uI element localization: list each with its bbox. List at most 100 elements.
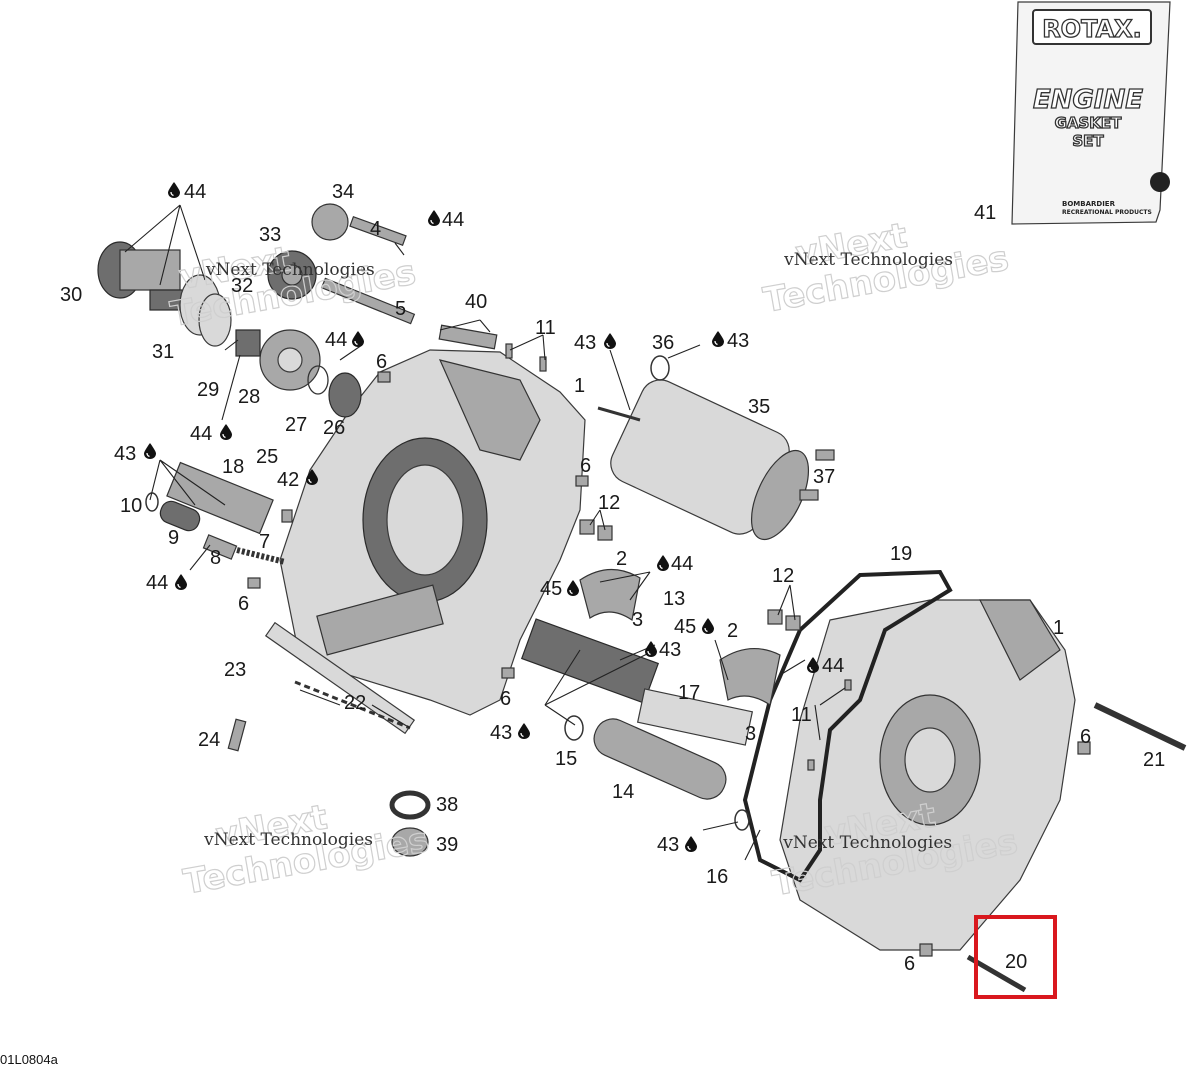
gasket-kit-illustration: ROTAX. ENGINE GASKET SET BOMBARDIER RECR…	[1011, 1, 1171, 225]
callout-30[interactable]: 30	[60, 284, 82, 306]
callout-22[interactable]: 22	[344, 692, 366, 714]
callout-31[interactable]: 31	[152, 341, 174, 363]
oil-drop-icon	[657, 555, 669, 571]
oil-drop-icon	[352, 331, 364, 347]
callout-29[interactable]: 29	[197, 379, 219, 401]
callout-24[interactable]: 24	[198, 729, 220, 751]
callout-44-f[interactable]: 44	[671, 553, 693, 575]
callout-43-f[interactable]: 43	[657, 834, 679, 856]
callout-44-c[interactable]: 44	[325, 329, 347, 351]
callout-44-b[interactable]: 44	[442, 209, 464, 231]
callout-14[interactable]: 14	[612, 781, 634, 803]
callout-38[interactable]: 38	[436, 794, 458, 816]
callout-40[interactable]: 40	[465, 291, 487, 313]
callout-1-right[interactable]: 1	[1053, 617, 1064, 639]
callout-23[interactable]: 23	[224, 659, 246, 681]
kit-brand-logo: ROTAX.	[1042, 15, 1142, 43]
callout-2-upper[interactable]: 2	[616, 548, 627, 570]
callout-5[interactable]: 5	[395, 298, 406, 320]
callout-6-d[interactable]: 6	[500, 688, 511, 710]
callout-10[interactable]: 10	[120, 495, 142, 517]
callout-35[interactable]: 35	[748, 396, 770, 418]
callout-9[interactable]: 9	[168, 527, 179, 549]
callout-42[interactable]: 42	[277, 469, 299, 491]
svg-text:vNext Technologies: vNext Technologies	[205, 260, 375, 280]
callout-4[interactable]: 4	[370, 218, 381, 240]
oil-drop-icon	[712, 331, 724, 347]
callout-21[interactable]: 21	[1143, 749, 1165, 771]
callout-43-d[interactable]: 43	[659, 639, 681, 661]
callout-39[interactable]: 39	[436, 834, 458, 856]
callout-19[interactable]: 19	[890, 543, 912, 565]
callout-12-upper[interactable]: 12	[598, 492, 620, 514]
callout-11-lower[interactable]: 11	[791, 704, 812, 726]
kit-title-line3: SET	[1072, 132, 1104, 150]
callout-44-e[interactable]: 44	[146, 572, 168, 594]
callout-33[interactable]: 33	[259, 224, 281, 246]
callout-3-lower[interactable]: 3	[745, 723, 756, 745]
callout-45-b[interactable]: 45	[674, 616, 696, 638]
callout-11-upper[interactable]: 11	[535, 317, 556, 339]
oil-drop-icon	[518, 723, 530, 739]
callout-2-lower[interactable]: 2	[727, 620, 738, 642]
callout-1-left[interactable]: 1	[574, 375, 585, 397]
oil-drop-icon	[428, 210, 440, 226]
callout-8[interactable]: 8	[210, 547, 221, 569]
bearing-and-oil-parts	[438, 324, 1187, 993]
oil-drop-icon	[685, 836, 697, 852]
callout-41[interactable]: 41	[974, 202, 996, 224]
callout-3-upper[interactable]: 3	[632, 609, 643, 631]
kit-maker-line1: BOMBARDIER	[1062, 200, 1116, 208]
callout-43-b[interactable]: 43	[727, 330, 749, 352]
callout-28[interactable]: 28	[238, 386, 260, 408]
callout-15[interactable]: 15	[555, 748, 577, 770]
callout-44-g[interactable]: 44	[822, 655, 844, 677]
callout-45-a[interactable]: 45	[540, 578, 562, 600]
oil-drop-icon	[567, 580, 579, 596]
callout-18[interactable]: 18	[222, 456, 244, 478]
oil-drop-icon	[645, 641, 657, 657]
balance-shaft-parts	[227, 621, 431, 857]
callout-26[interactable]: 26	[323, 417, 345, 439]
callout-6-c[interactable]: 6	[238, 593, 249, 615]
callout-6-f[interactable]: 6	[904, 953, 915, 975]
callout-43-e[interactable]: 43	[490, 722, 512, 744]
kit-title-line1: ENGINE	[1033, 85, 1143, 115]
callout-43-c[interactable]: 43	[114, 443, 136, 465]
watermark-top-right: vNext Technologies vNext Technologies	[760, 215, 1012, 321]
callout-44-d[interactable]: 44	[190, 423, 212, 445]
oil-drop-icon	[807, 657, 819, 673]
callout-17[interactable]: 17	[678, 682, 700, 704]
crankcase-gasket	[742, 569, 953, 883]
figure-code: 01L0804a	[0, 1052, 58, 1067]
oil-drop-icon	[168, 182, 180, 198]
callout-20[interactable]: 20	[1005, 951, 1027, 973]
oil-pump-parts	[145, 371, 589, 589]
callout-6-e[interactable]: 6	[1080, 726, 1091, 748]
callout-12-lower[interactable]: 12	[772, 565, 794, 587]
svg-text:vNext Technologies: vNext Technologies	[783, 250, 953, 270]
svg-text:vNext Technologies: vNext Technologies	[782, 833, 952, 853]
callout-25[interactable]: 25	[256, 446, 278, 468]
svg-text:vNext Technologies: vNext Technologies	[203, 830, 373, 850]
callout-6-a[interactable]: 6	[376, 351, 387, 373]
kit-seal-icon	[1150, 172, 1170, 192]
callout-7[interactable]: 7	[259, 531, 270, 553]
callout-16[interactable]: 16	[706, 866, 728, 888]
callout-34[interactable]: 34	[332, 181, 354, 203]
callout-27[interactable]: 27	[285, 414, 307, 436]
callout-13[interactable]: 13	[663, 588, 685, 610]
oil-drop-icon	[175, 574, 187, 590]
callout-43-a[interactable]: 43	[574, 332, 596, 354]
oil-drop-icon	[702, 618, 714, 634]
callout-37[interactable]: 37	[813, 466, 835, 488]
drive-gears	[97, 203, 416, 418]
callout-32[interactable]: 32	[231, 275, 253, 297]
kit-title-line2: GASKET	[1055, 114, 1123, 132]
callout-44-a[interactable]: 44	[184, 181, 206, 203]
kit-maker-line2: RECREATIONAL PRODUCTS	[1062, 209, 1152, 216]
callout-36[interactable]: 36	[652, 332, 674, 354]
callout-labels: 1 1 2 2 3 3 4 5 6 6 6 6 6 6 7 8 9 10 11 …	[60, 181, 1165, 975]
callout-6-b[interactable]: 6	[580, 455, 591, 477]
